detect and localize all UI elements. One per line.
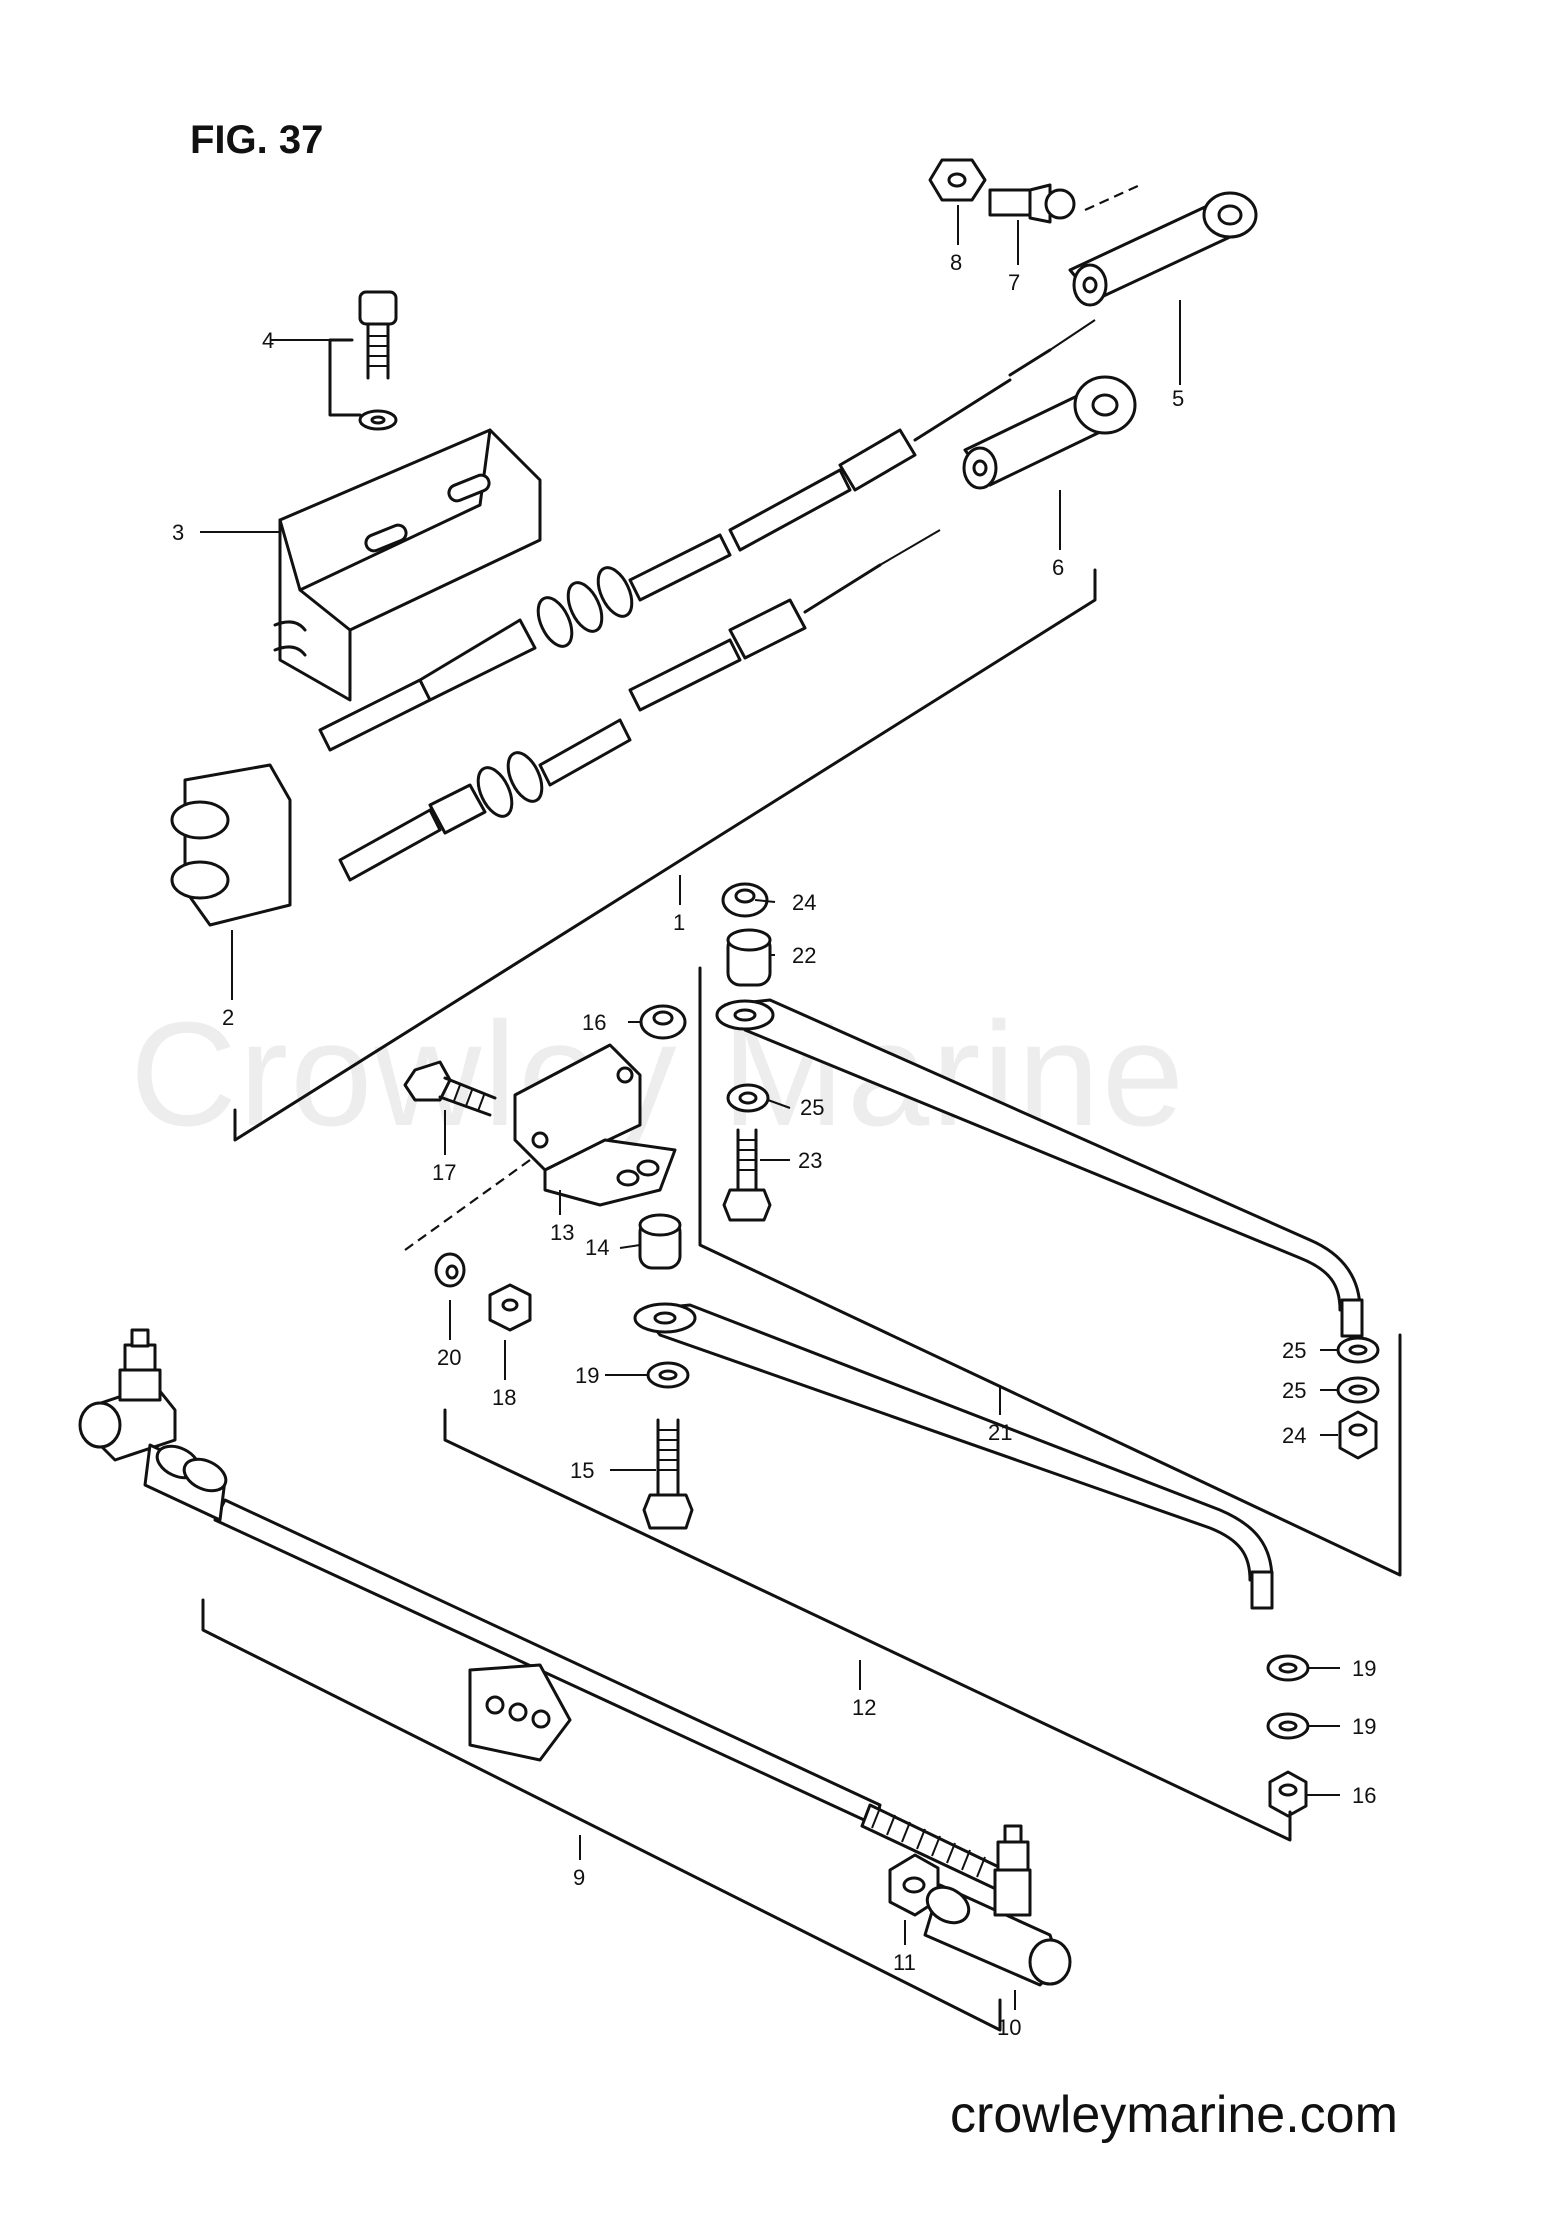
nut-part-8	[928, 158, 987, 202]
callout-19-upper: 19	[575, 1363, 599, 1388]
callout-8: 8	[950, 250, 962, 275]
callout-24-upper: 24	[792, 890, 816, 915]
cable-upper	[318, 319, 1096, 752]
washer-part-25-upper	[726, 1083, 770, 1113]
washer-part-19-right-1	[1266, 1654, 1310, 1682]
callout-17: 17	[432, 1160, 456, 1185]
callout-24-right: 24	[1282, 1423, 1306, 1448]
callout-25-upper: 25	[800, 1095, 824, 1120]
washer-part-25-right-2	[1336, 1376, 1380, 1404]
callout-21: 21	[988, 1420, 1012, 1445]
callout-19-right-1: 19	[1352, 1656, 1376, 1681]
callout-15: 15	[570, 1458, 594, 1483]
bolt-part-17	[403, 1060, 497, 1117]
callout-3: 3	[172, 520, 184, 545]
callout-10: 10	[997, 2015, 1021, 2040]
ball-joint-part-7	[988, 183, 1076, 224]
washer-part-20	[434, 1252, 466, 1288]
callout-20: 20	[437, 1345, 461, 1370]
callout-25-right-1: 25	[1282, 1338, 1306, 1363]
cable-lower	[338, 529, 941, 882]
ball-joint-left	[78, 1328, 228, 1522]
callout-5: 5	[1172, 386, 1184, 411]
nut-part-16-right	[1268, 1770, 1308, 1818]
callout-18: 18	[492, 1385, 516, 1410]
collar-part-14	[638, 1213, 682, 1270]
nut-part-24-right	[1338, 1410, 1378, 1460]
callout-4: 4	[262, 328, 274, 353]
callout-14: 14	[585, 1235, 609, 1260]
washer-part-19-upper	[646, 1361, 690, 1389]
tie-bar-part-12	[633, 1302, 1274, 1610]
figure-title: FIG. 37	[190, 118, 324, 162]
callout-13: 13	[550, 1220, 574, 1245]
callout-22: 22	[792, 943, 816, 968]
leader-lines	[200, 183, 1402, 2032]
callout-19-right-2: 19	[1352, 1714, 1376, 1739]
bolt-part-4	[358, 290, 398, 431]
callout-7: 7	[1008, 270, 1020, 295]
tie-bar-part-21	[715, 998, 1364, 1338]
rod-end-part-6	[962, 375, 1137, 490]
callout-23: 23	[798, 1148, 822, 1173]
callout-16-right: 16	[1352, 1783, 1376, 1808]
pivot-bracket-part-13	[513, 1043, 677, 1207]
footer-site-url[interactable]: crowleymarine.com	[950, 2086, 1398, 2144]
callout-6: 6	[1052, 555, 1064, 580]
washer-part-25-right-1	[1336, 1336, 1380, 1364]
callout-1: 1	[673, 910, 685, 935]
bolt-part-15	[642, 1418, 694, 1530]
washer-part-19-right-2	[1266, 1712, 1310, 1740]
callout-9: 9	[573, 1865, 585, 1890]
collar-part-22	[726, 928, 772, 987]
nut-part-18	[488, 1283, 532, 1332]
nut-part-16-upper	[639, 1004, 687, 1040]
nut-part-24-upper	[721, 882, 769, 918]
callout-25-right-2: 25	[1282, 1378, 1306, 1403]
grommet-part	[170, 763, 292, 927]
callout-16-upper: 16	[582, 1010, 606, 1035]
bracket-part	[273, 428, 542, 702]
callout-labels: 1 2 3 4 5 6 7 8 9 10 11 12 13 14 15 16 1…	[172, 250, 1376, 2040]
rod-end-part-5	[1068, 191, 1258, 307]
callout-11: 11	[893, 1950, 916, 1975]
bolt-part-23	[722, 1128, 772, 1222]
ball-joint-part-10	[923, 1824, 1072, 1987]
callout-2: 2	[222, 1005, 234, 1030]
callout-12: 12	[852, 1695, 876, 1720]
